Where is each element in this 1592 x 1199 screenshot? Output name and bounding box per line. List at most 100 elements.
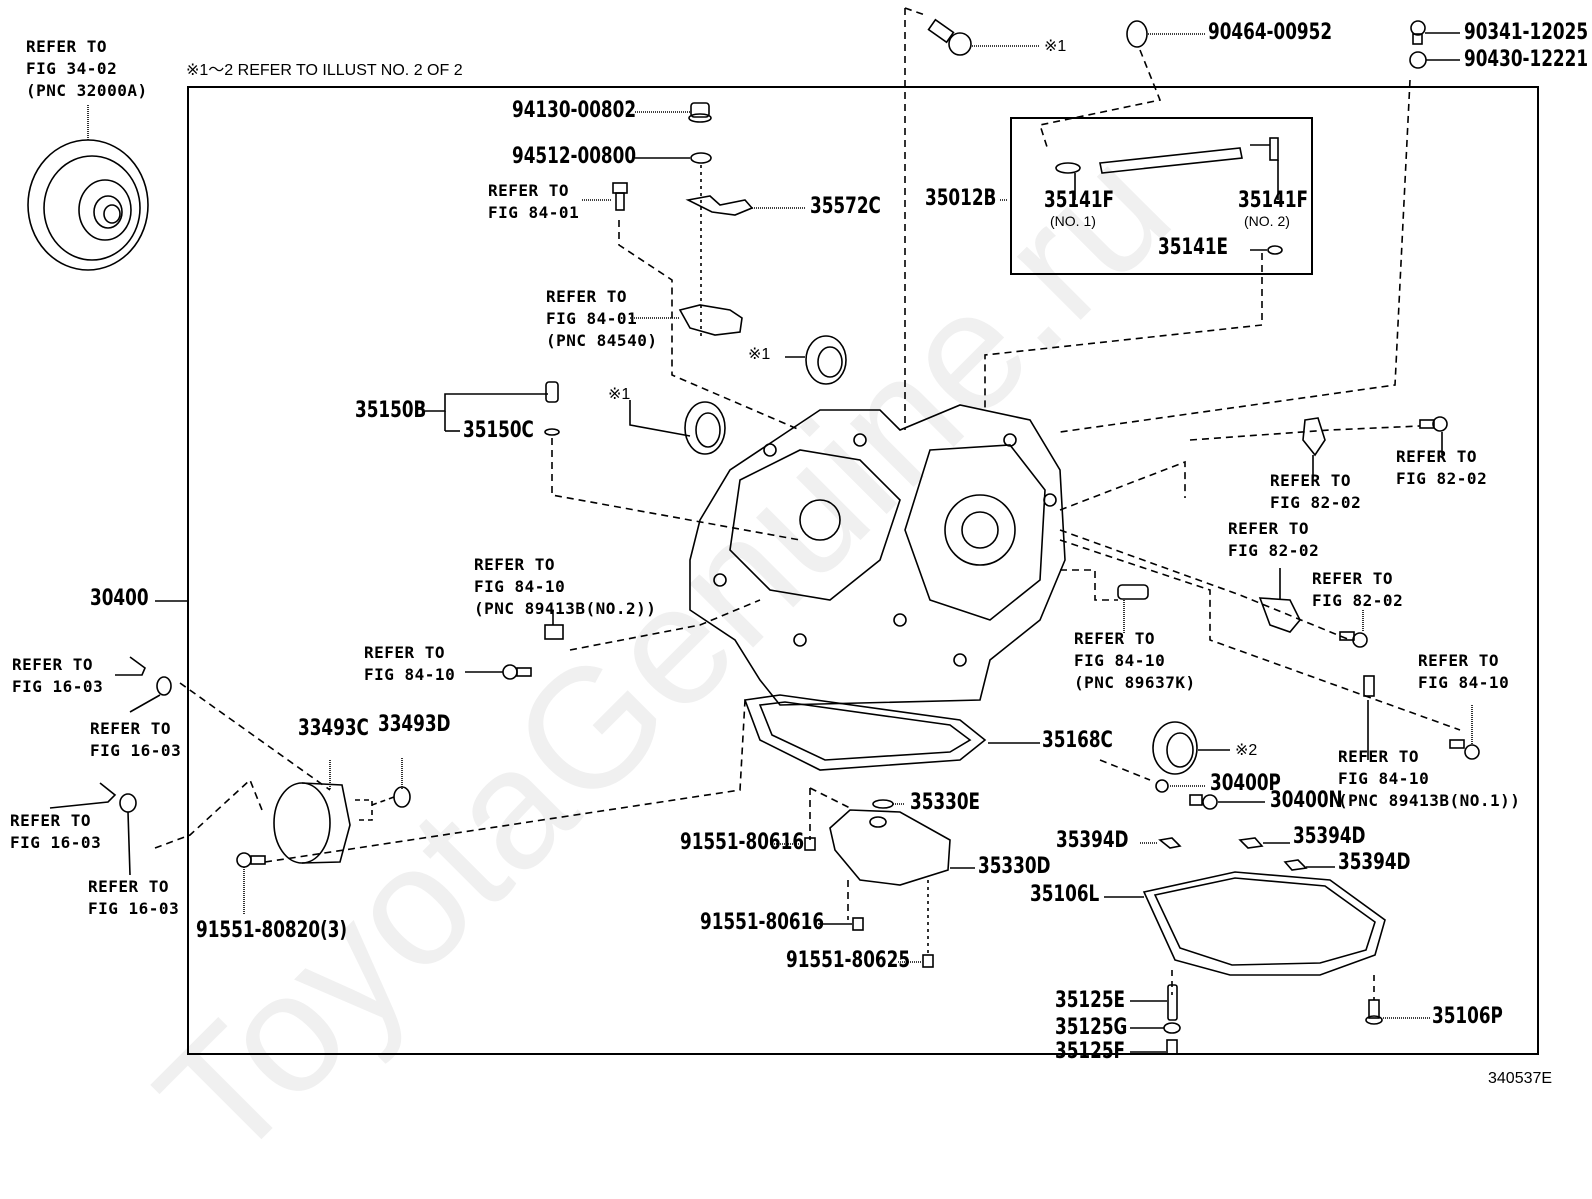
part-number-35150b[interactable]: 35150B [355,398,427,423]
oil-seal-icon[interactable] [785,335,847,385]
ring-icon[interactable] [1099,759,1205,793]
part-number-35572c[interactable]: 35572C [810,194,881,219]
transmission-case-icon[interactable] [689,404,1066,706]
fig-16-03-reference[interactable]: REFER TO FIG 16-03 [90,719,182,760]
fig-84-10-reference[interactable]: REFER TO FIG 84-10 [1418,651,1510,692]
part-number-35141e[interactable]: 35141E [1158,235,1229,260]
part-number-35168c[interactable]: 35168C [1042,728,1113,753]
fig-84-10-pnc-89413b-no2-reference[interactable]: REFER TO FIG 84-10 (PNC 89413B(NO.2)) [474,555,657,618]
oil-seal-icon[interactable] [1152,721,1230,775]
fig-16-03-reference[interactable]: REFER TO FIG 16-03 [88,877,180,918]
part-number-90430-12221[interactable]: 90430-12221 [1464,47,1589,72]
fig-84-10-pnc-89637k-reference[interactable]: REFER TO FIG 84-10 (PNC 89637K) [1074,629,1196,692]
drain-plug-icon[interactable] [1130,970,1181,1055]
bracket-icon[interactable] [685,195,805,216]
part-number-35125g[interactable]: 35125G [1055,1015,1128,1040]
hose-clamp-icon[interactable] [115,656,172,713]
part-number-91551-80820[interactable]: 91551-80820(3) [196,918,348,943]
clamp-icon[interactable] [1126,20,1205,48]
fig-16-03-reference[interactable]: REFER TO FIG 16-03 [12,655,104,696]
figure-code: 340537E [1488,1070,1553,1087]
bolt-icon[interactable] [1419,416,1448,455]
part-number-35394d[interactable]: 35394D [1056,828,1129,853]
assembly-frame [187,86,1539,1055]
part-number-35141f-no1[interactable]: 35141F [1044,188,1115,213]
fig-82-02-reference[interactable]: REFER TO FIG 82-02 [1228,519,1320,560]
fig-84-01-pnc-84540-reference[interactable]: REFER TO FIG 84-01 (PNC 84540) [546,287,658,350]
part-number-91551-80616[interactable]: 91551-80616 [700,910,825,935]
bolt-icon[interactable] [582,182,801,431]
part-number-35141f-no2[interactable]: 35141F [1238,188,1309,213]
oil-cooler-icon[interactable] [154,682,411,864]
oil-tube-icon[interactable] [1000,137,1283,255]
bolt-icon[interactable] [1365,975,1430,1025]
bolt-icon[interactable] [818,917,864,931]
tube-inset-frame [1010,117,1313,275]
part-number-30400n[interactable]: 30400N [1270,788,1343,813]
bolt-icon[interactable] [1339,610,1368,648]
part-number-30400p[interactable]: 30400P [1210,771,1281,796]
seal-mark-1: ※1 [748,346,771,363]
part-number-33493c[interactable]: 33493C [298,716,369,741]
switch-icon[interactable] [630,304,743,336]
nut-icon[interactable] [635,102,712,123]
bolt-icon[interactable] [927,18,1040,56]
part-number-91551-80616[interactable]: 91551-80616 [680,830,805,855]
fig-82-02-reference[interactable]: REFER TO FIG 82-02 [1270,471,1362,512]
bolt-icon[interactable] [465,664,532,680]
bolt-icon[interactable] [1449,705,1480,760]
washer-icon[interactable] [635,152,712,340]
fig-84-10-pnc-89413b-no1-reference[interactable]: REFER TO FIG 84-10 (PNC 89413B(NO.1)) [1338,747,1521,810]
oil-pan-icon[interactable] [1104,871,1386,976]
fig-82-02-reference[interactable]: REFER TO FIG 82-02 [1396,447,1488,488]
part-number-35106p[interactable]: 35106P [1432,1004,1503,1029]
part-number-35330d[interactable]: 35330D [978,854,1051,879]
part-number-30400[interactable]: 30400 [90,586,149,611]
part-number-94512-00800[interactable]: 94512-00800 [512,144,637,169]
bolt-icon[interactable] [898,954,934,968]
fig-84-01-reference[interactable]: REFER TO FIG 84-01 [488,181,580,222]
washer-icon[interactable] [1409,51,1460,69]
part-sub-no1: (NO. 1) [1050,213,1096,229]
magnet-icon[interactable] [1238,837,1290,849]
magnet-icon[interactable] [1283,859,1335,871]
fig-84-10-reference[interactable]: REFER TO FIG 84-10 [364,643,456,684]
fig-16-03-reference[interactable]: REFER TO FIG 16-03 [10,811,102,852]
gasket-icon[interactable] [743,694,1040,771]
magnet-icon[interactable] [1140,837,1182,849]
oil-strainer-icon[interactable] [809,787,975,955]
title-note: ※1～2 REFER TO ILLUST NO. 2 OF 2 [186,62,463,79]
part-number-33493d[interactable]: 33493D [378,712,451,737]
oil-seal-icon[interactable] [629,400,726,455]
bolt-mark-1: ※1 [1044,38,1067,55]
part-number-94130-00802[interactable]: 94130-00802 [512,98,637,123]
speed-sensor-icon[interactable] [1060,569,1149,633]
seal-mark-2: ※2 [1235,742,1258,759]
part-number-35125f[interactable]: 35125F [1055,1039,1126,1064]
bracket-icon[interactable] [1059,417,1421,511]
part-number-35394d[interactable]: 35394D [1293,824,1366,849]
part-number-35012b[interactable]: 35012B [925,186,997,211]
sensor-icon[interactable] [1059,539,1461,760]
part-sub-no2: (NO. 2) [1244,213,1290,229]
part-number-91551-80625[interactable]: 91551-80625 [786,948,911,973]
seal-mark-1: ※1 [608,386,631,403]
hose-clamp-icon[interactable] [49,782,137,876]
part-number-90464-00952[interactable]: 90464-00952 [1208,20,1333,45]
part-number-35330e[interactable]: 35330E [910,790,981,815]
bolt-icon[interactable] [770,837,816,851]
bolt-icon[interactable] [236,699,746,915]
plug-icon[interactable] [425,381,801,541]
bolt-icon[interactable] [1410,20,1460,45]
part-number-35106l[interactable]: 35106L [1030,882,1100,907]
bracket-icon[interactable] [1059,529,1351,641]
part-number-35125e[interactable]: 35125E [1055,988,1126,1013]
sensor-icon[interactable] [544,599,761,651]
part-number-35394d[interactable]: 35394D [1338,850,1411,875]
fig-82-02-reference[interactable]: REFER TO FIG 82-02 [1312,569,1404,610]
part-number-35150c[interactable]: 35150C [463,418,534,443]
torque-converter-icon[interactable] [27,105,149,271]
part-number-90341-12025[interactable]: 90341-12025 [1464,20,1589,45]
torque-converter-reference[interactable]: REFER TO FIG 34-02 (PNC 32000A) [26,37,148,100]
plug-icon[interactable] [1189,794,1265,810]
